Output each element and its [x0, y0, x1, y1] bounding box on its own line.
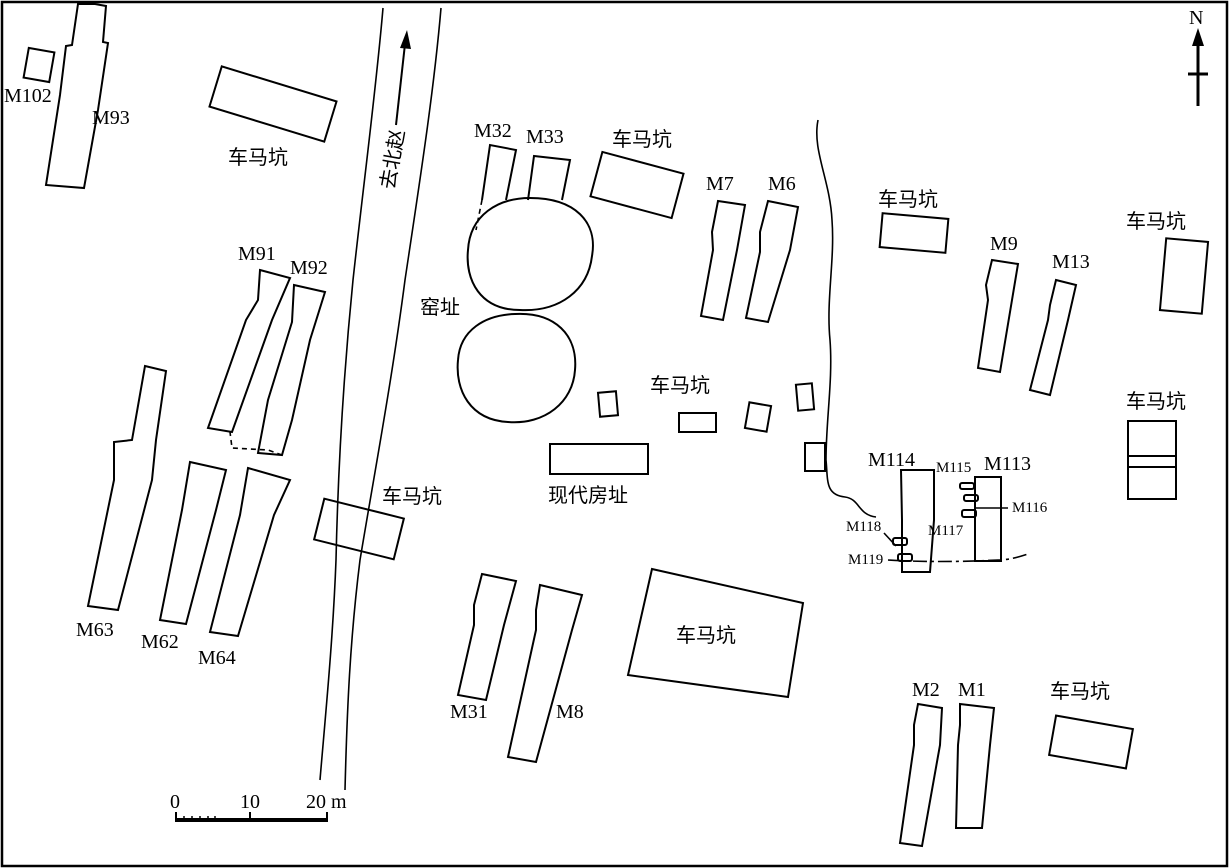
- tomb-m115-a: [959, 482, 975, 490]
- tomb-m7: [699, 199, 747, 322]
- pit-right-triple-label: 车马坑: [1126, 389, 1186, 413]
- pit-m33: [589, 150, 685, 220]
- pit-large-label: 车马坑: [676, 623, 736, 647]
- tomb-m115-b: [963, 494, 979, 502]
- label-m13: M13: [1052, 251, 1090, 273]
- road-label: 去北赵: [375, 128, 409, 191]
- scale-label-20: 20 m: [306, 791, 347, 813]
- pit-small-4: [794, 382, 816, 412]
- label-m9: M9: [990, 233, 1018, 255]
- label-m113: M113: [984, 453, 1031, 475]
- pit-large: [626, 567, 805, 699]
- pit-row-label: 车马坑: [650, 373, 710, 397]
- tomb-m2: [898, 702, 944, 848]
- label-m93: M93: [92, 107, 130, 129]
- tomb-m8: [506, 583, 584, 764]
- label-m64: M64: [198, 647, 236, 669]
- pit-right-triple: [1127, 420, 1177, 500]
- pit-small-1: [596, 390, 620, 418]
- house-label: 现代房址: [548, 483, 628, 507]
- pit-road-label: 车马坑: [382, 484, 442, 508]
- kiln-label: 窑址: [420, 295, 460, 319]
- tomb-m92: [256, 283, 327, 457]
- pit-small-3: [743, 401, 773, 433]
- label-m1: M1: [958, 679, 986, 701]
- pit-bottom-right-label: 车马坑: [1050, 679, 1110, 703]
- kiln-lower: [456, 312, 577, 424]
- label-m117: M117: [928, 523, 964, 539]
- pit-m9: [878, 212, 950, 254]
- pit-right-upper-label: 车马坑: [1126, 209, 1186, 233]
- label-m91: M91: [238, 243, 276, 265]
- pit-road: [312, 497, 406, 561]
- tomb-m119: [897, 553, 913, 562]
- label-m118: M118: [846, 519, 881, 535]
- tomb-m1: [954, 702, 996, 829]
- road: [319, 7, 442, 791]
- label-m33: M33: [526, 126, 564, 148]
- tomb-m62: [158, 460, 228, 626]
- tomb-m91: [206, 268, 292, 434]
- m118-leader: [883, 532, 897, 547]
- tomb-m6: [744, 199, 800, 324]
- tomb-m102: [22, 46, 56, 84]
- label-m31: M31: [450, 701, 488, 723]
- pit-top-left-label: 车马坑: [228, 145, 288, 169]
- pit-m9-label: 车马坑: [878, 187, 938, 211]
- pit-m33-label: 车马坑: [612, 127, 672, 151]
- label-m2: M2: [912, 679, 940, 701]
- scale-bar: [175, 812, 328, 822]
- tomb-m13: [1028, 278, 1078, 397]
- label-m116: M116: [1012, 500, 1048, 516]
- label-m119: M119: [848, 552, 883, 568]
- label-m6: M6: [768, 173, 796, 195]
- tomb-m117: [961, 509, 977, 518]
- label-m32: M32: [474, 120, 512, 142]
- modern-house: [549, 443, 649, 475]
- pit-bottom-right: [1047, 714, 1135, 770]
- tomb-m9: [976, 258, 1020, 374]
- scale-label-10: 10: [240, 791, 260, 813]
- label-m102: M102: [4, 85, 52, 107]
- tomb-m63: [86, 364, 168, 612]
- pit-right-upper: [1158, 237, 1210, 315]
- ditch-line: [816, 119, 877, 518]
- tomb-m33: [527, 154, 572, 201]
- pit-small-2: [678, 412, 717, 433]
- label-m8: M8: [556, 701, 584, 723]
- tomb-m113: [974, 476, 1002, 562]
- label-m115: M115: [936, 460, 971, 476]
- kiln-upper: [466, 196, 594, 312]
- label-m63: M63: [76, 619, 114, 641]
- tomb-m93: [44, 3, 110, 190]
- north-arrow-icon: [1188, 28, 1208, 106]
- tomb-m31: [456, 572, 518, 702]
- tomb-m32: [481, 143, 518, 201]
- tomb-m118: [892, 537, 908, 546]
- north-label: N: [1189, 7, 1203, 29]
- label-m92: M92: [290, 257, 328, 279]
- tomb-m64: [208, 466, 292, 638]
- label-m114: M114: [868, 449, 915, 471]
- scale-label-0: 0: [170, 791, 180, 813]
- pit-top-left: [208, 65, 338, 143]
- label-m62: M62: [141, 631, 179, 653]
- tomb-m32-dash: [475, 199, 483, 231]
- pit-small-5: [804, 442, 826, 472]
- road-direction-arrow-icon: [395, 30, 411, 126]
- label-m7: M7: [706, 173, 734, 195]
- tomb-m114: [899, 469, 935, 573]
- tomb-m92-dashed-extension: [229, 431, 283, 456]
